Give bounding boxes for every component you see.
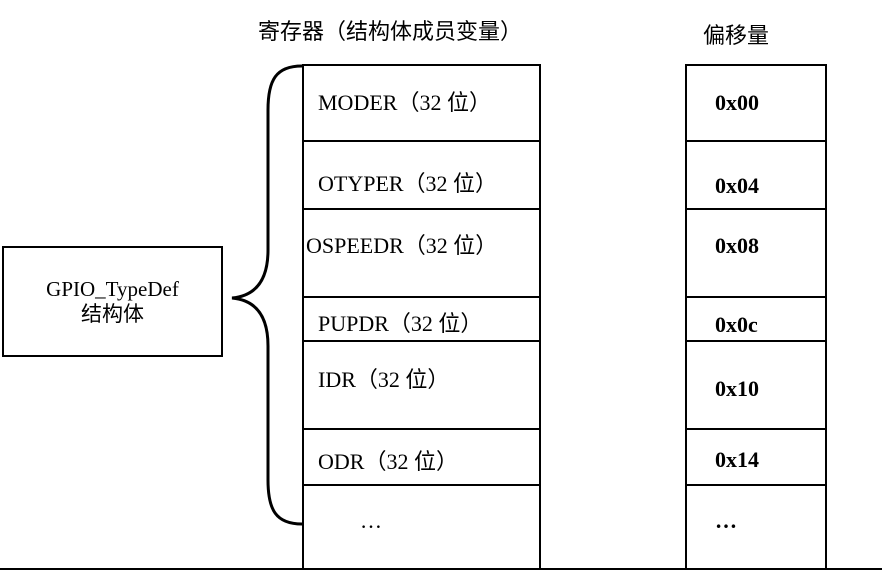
offset-value: 0x10: [715, 376, 759, 401]
offset-cell-0x00: 0x00: [685, 64, 827, 142]
register-label: MODER（32 位）: [318, 90, 491, 115]
register-row-otyper: OTYPER（32 位）: [302, 140, 541, 210]
offset-value: …: [715, 508, 737, 533]
struct-name: GPIO_TypeDef: [46, 276, 179, 301]
register-row-ospeedr: OSPEEDR（32 位）: [302, 208, 541, 298]
curly-brace: [231, 64, 303, 526]
register-label: ODR（32 位）: [318, 449, 458, 474]
offset-cell-0x14: 0x14: [685, 428, 827, 486]
offset-cell-0x04: 0x04: [685, 140, 827, 210]
offset-cell-0x10: 0x10: [685, 340, 827, 430]
registers-header: 寄存器（结构体成员变量）: [258, 19, 523, 44]
offset-cell-0x08: 0x08: [685, 208, 827, 298]
offset-value: 0x08: [715, 233, 759, 258]
register-row-more: …: [302, 484, 541, 570]
register-label: IDR（32 位）: [318, 367, 450, 392]
register-row-pupdr: PUPDR（32 位）: [302, 296, 541, 342]
bottom-rule: [0, 568, 882, 570]
register-row-moder: MODER（32 位）: [302, 64, 541, 142]
offset-value: 0x04: [715, 173, 759, 198]
offset-header: 偏移量: [703, 23, 770, 48]
gpio-typedef-box: GPIO_TypeDef 结构体: [2, 246, 223, 357]
offset-cell-more: …: [685, 484, 827, 570]
register-row-idr: IDR（32 位）: [302, 340, 541, 430]
register-label: OSPEEDR（32 位）: [306, 233, 498, 258]
offset-value: 0x0c: [715, 312, 758, 337]
struct-subtitle: 结构体: [81, 301, 144, 326]
register-row-odr: ODR（32 位）: [302, 428, 541, 486]
offset-value: 0x14: [715, 447, 759, 472]
register-label: OTYPER（32 位）: [318, 171, 498, 196]
offset-cell-0x0c: 0x0c: [685, 296, 827, 342]
register-label: PUPDR（32 位）: [318, 311, 483, 336]
offset-value: 0x00: [715, 90, 759, 115]
register-label: …: [360, 508, 382, 533]
